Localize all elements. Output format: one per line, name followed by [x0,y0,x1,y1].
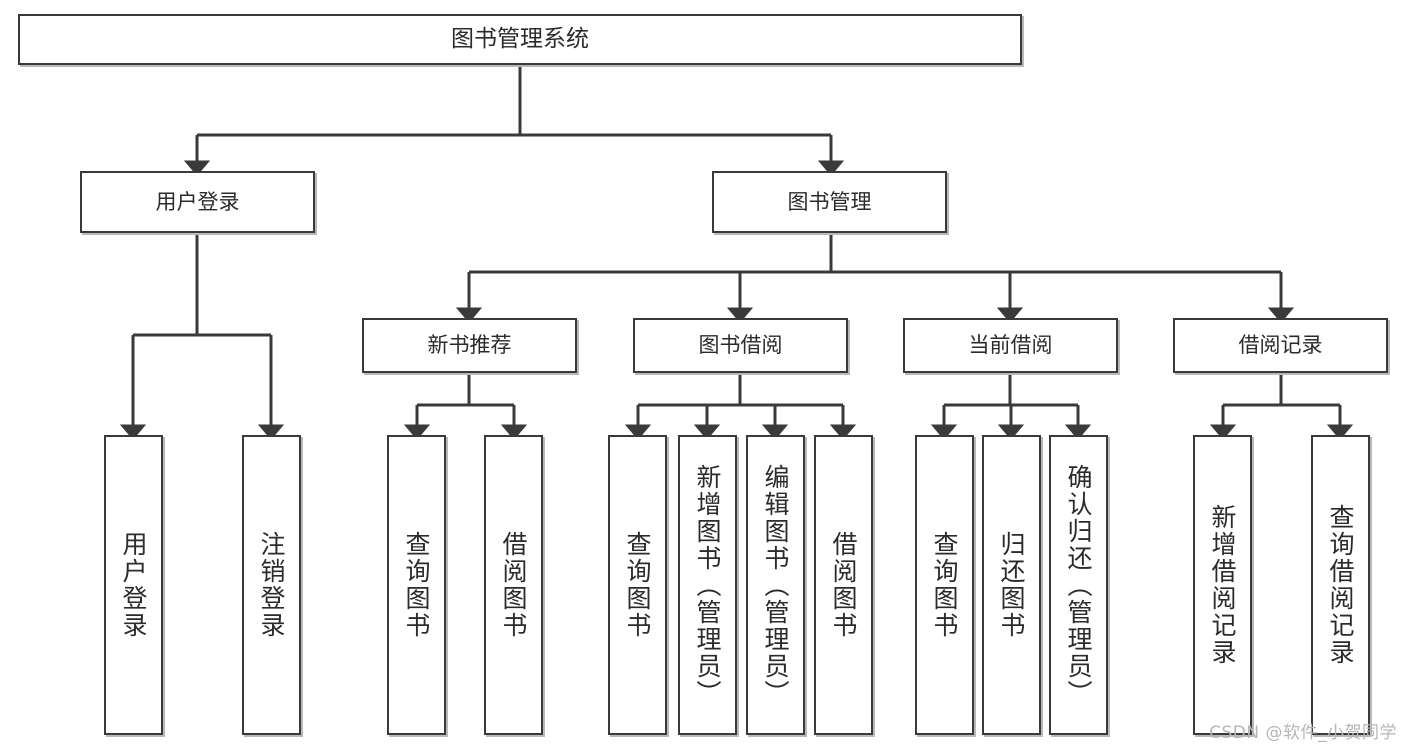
node-leaf-query-record[interactable]: 查询借阅记录 [1311,435,1370,735]
node-label: 查询图书 [623,531,652,639]
node-label: 借阅图书 [499,531,528,639]
node-leaf-borrow-book-1[interactable]: 借阅图书 [484,435,543,735]
node-label: 图书管理 [787,189,872,214]
node-leaf-edit-book[interactable]: 编辑图书（管理员） [746,435,805,735]
node-label: 归还图书 [997,531,1026,639]
node-leaf-user-login[interactable]: 用户登录 [104,435,163,735]
node-leaf-query-book-3[interactable]: 查询图书 [915,435,974,735]
node-borrow-record[interactable]: 借阅记录 [1173,318,1388,373]
node-label: 编辑图书（管理员） [761,463,790,707]
node-label: 用户登录 [155,189,240,214]
node-book-management[interactable]: 图书管理 [712,171,947,233]
node-label: 注销登录 [257,531,286,639]
node-new-book-recommend[interactable]: 新书推荐 [362,318,577,373]
node-label: 新增借阅记录 [1208,504,1237,666]
node-label: 新书推荐 [427,333,512,358]
node-label: 图书借阅 [698,333,783,358]
node-label: 查询图书 [402,531,431,639]
node-label: 查询借阅记录 [1326,504,1355,666]
node-label: 新增图书（管理员） [693,463,722,707]
node-user-login[interactable]: 用户登录 [80,171,315,233]
node-leaf-confirm-return[interactable]: 确认归还（管理员） [1049,435,1108,735]
node-leaf-borrow-book-2[interactable]: 借阅图书 [814,435,873,735]
node-leaf-add-book[interactable]: 新增图书（管理员） [678,435,737,735]
node-leaf-query-book-1[interactable]: 查询图书 [387,435,446,735]
node-label: 图书管理系统 [451,25,589,52]
node-label: 查询图书 [930,531,959,639]
node-leaf-user-logout[interactable]: 注销登录 [242,435,301,735]
node-label: 确认归还（管理员） [1064,463,1093,707]
node-label: 借阅记录 [1238,333,1323,358]
node-label: 当前借阅 [968,333,1053,358]
node-leaf-return-book[interactable]: 归还图书 [982,435,1041,735]
node-leaf-query-book-2[interactable]: 查询图书 [608,435,667,735]
node-leaf-add-record[interactable]: 新增借阅记录 [1193,435,1252,735]
node-book-borrow[interactable]: 图书借阅 [633,318,848,373]
node-root-book-management-system[interactable]: 图书管理系统 [18,14,1022,65]
watermark: CSDN @软件_小贺同学 [1209,723,1397,743]
node-label: 借阅图书 [829,531,858,639]
node-label: 用户登录 [119,531,148,639]
node-current-borrow[interactable]: 当前借阅 [903,318,1118,373]
